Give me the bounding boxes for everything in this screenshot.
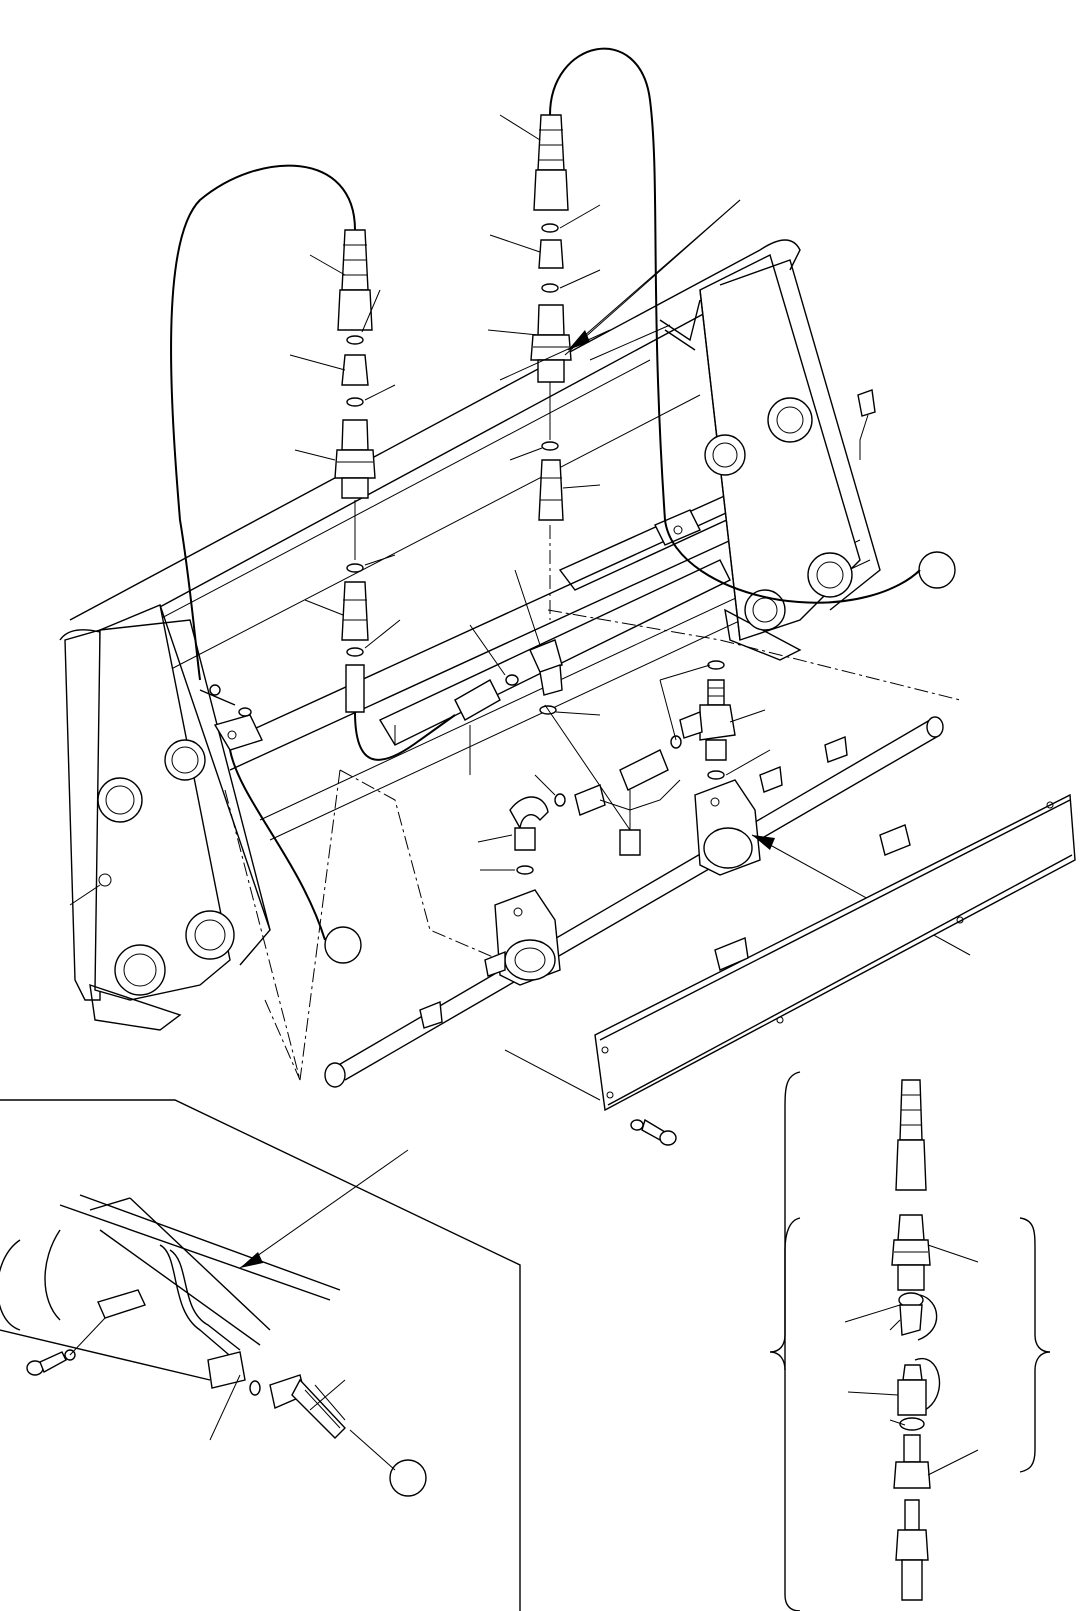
left-upright-arms (59, 604, 271, 1031)
center-hose-assembly (487, 47, 921, 620)
right-upright-arm (654, 253, 881, 661)
bracket-detail (769, 1071, 1051, 1611)
center-fittings (224, 569, 961, 1081)
guard-plate (504, 793, 1076, 1146)
main-frame (69, 239, 871, 841)
callout-circle-c (389, 1459, 427, 1497)
cross-shaft (324, 716, 971, 1088)
circle-callouts (229, 551, 956, 1497)
callout-circle-a (918, 551, 956, 589)
callout-circle-b (324, 926, 362, 964)
detail-inset (0, 1099, 521, 1611)
left-hose-assembly (170, 164, 456, 761)
